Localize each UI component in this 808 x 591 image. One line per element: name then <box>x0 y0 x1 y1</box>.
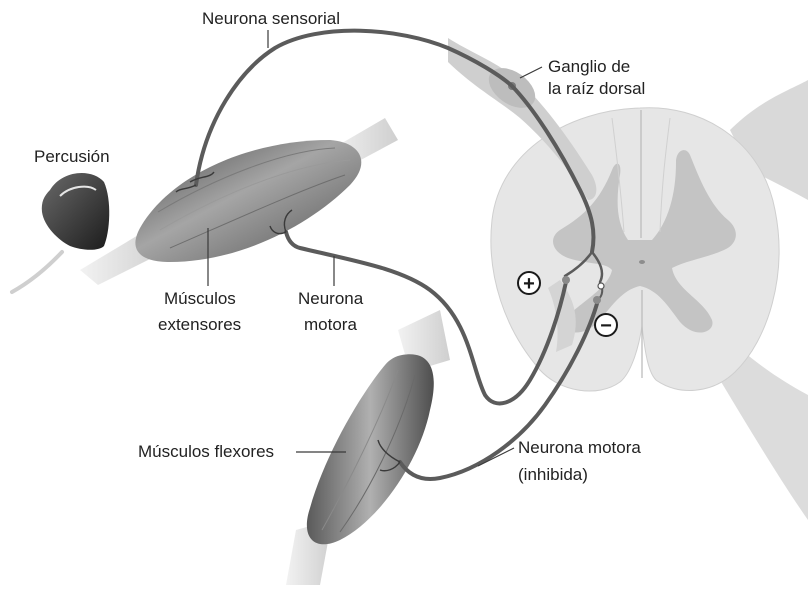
flexor-belly <box>307 354 434 544</box>
flexor-muscle <box>286 310 450 585</box>
leader-ganglion <box>520 67 542 78</box>
hammer-head <box>42 173 109 250</box>
motor-neuron-body-flexor <box>593 296 601 304</box>
label-motor-neuron-line2: motora <box>304 315 357 334</box>
hammer-handle <box>12 252 62 292</box>
label-ganglion-line1: Ganglio de <box>548 57 630 76</box>
label-inhibited-line1: Neurona motora <box>518 438 641 457</box>
label-ganglion-line2: la raíz dorsal <box>548 79 645 98</box>
inhibitory-marker: − <box>595 314 617 337</box>
central-canal <box>639 260 645 264</box>
label-percussion: Percusión <box>34 147 110 166</box>
motor-neuron-body-extensor <box>562 276 570 284</box>
label-sensory-neuron: Neurona sensorial <box>202 9 340 28</box>
label-extensors-line1: Músculos <box>164 289 236 308</box>
interneuron-body <box>598 283 604 289</box>
label-inhibited-line2: (inhibida) <box>518 465 588 484</box>
excitatory-marker: + <box>518 272 540 295</box>
plus-sign: + <box>523 273 535 295</box>
label-extensors-line2: extensores <box>158 315 241 334</box>
minus-sign: − <box>600 315 612 337</box>
extensor-belly <box>135 140 361 262</box>
label-motor-neuron-line1: Neurona <box>298 289 364 308</box>
label-flexors: Músculos flexores <box>138 442 274 461</box>
